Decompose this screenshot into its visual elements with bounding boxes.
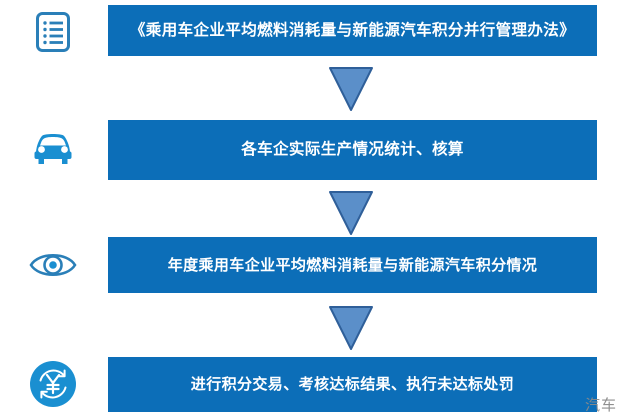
flow-step-bar-2: 各车企实际生产情况统计、核算 (108, 120, 597, 180)
flow-step-bar-4: 进行积分交易、考核达标结果、执行未达标处罚 (108, 357, 597, 412)
flow-step-label-2: 各车企实际生产情况统计、核算 (241, 141, 464, 159)
flow-step-bar-1: 《乘用车企业平均燃料消耗量与新能源汽车积分并行管理办法》 (108, 5, 597, 56)
flow-step-label-4: 进行积分交易、考核达标结果、执行未达标处罚 (190, 376, 515, 393)
flow-connector-arrow-3 (328, 305, 374, 351)
flow-step-label-3: 年度乘用车企业平均燃料消耗量与新能源汽车积分情况 (167, 256, 538, 274)
eye-icon (26, 238, 80, 292)
car-front-icon (26, 122, 80, 176)
flow-connector-arrow-2 (328, 190, 374, 236)
document-list-icon (26, 5, 80, 59)
flow-connector-arrow-1 (328, 66, 374, 112)
flow-step-label-1: 《乘用车企业平均燃料消耗量与新能源汽车积分并行管理办法》 (129, 21, 576, 39)
flow-step-bar-3: 年度乘用车企业平均燃料消耗量与新能源汽车积分情况 (108, 237, 597, 293)
yuan-exchange-icon (26, 357, 80, 411)
